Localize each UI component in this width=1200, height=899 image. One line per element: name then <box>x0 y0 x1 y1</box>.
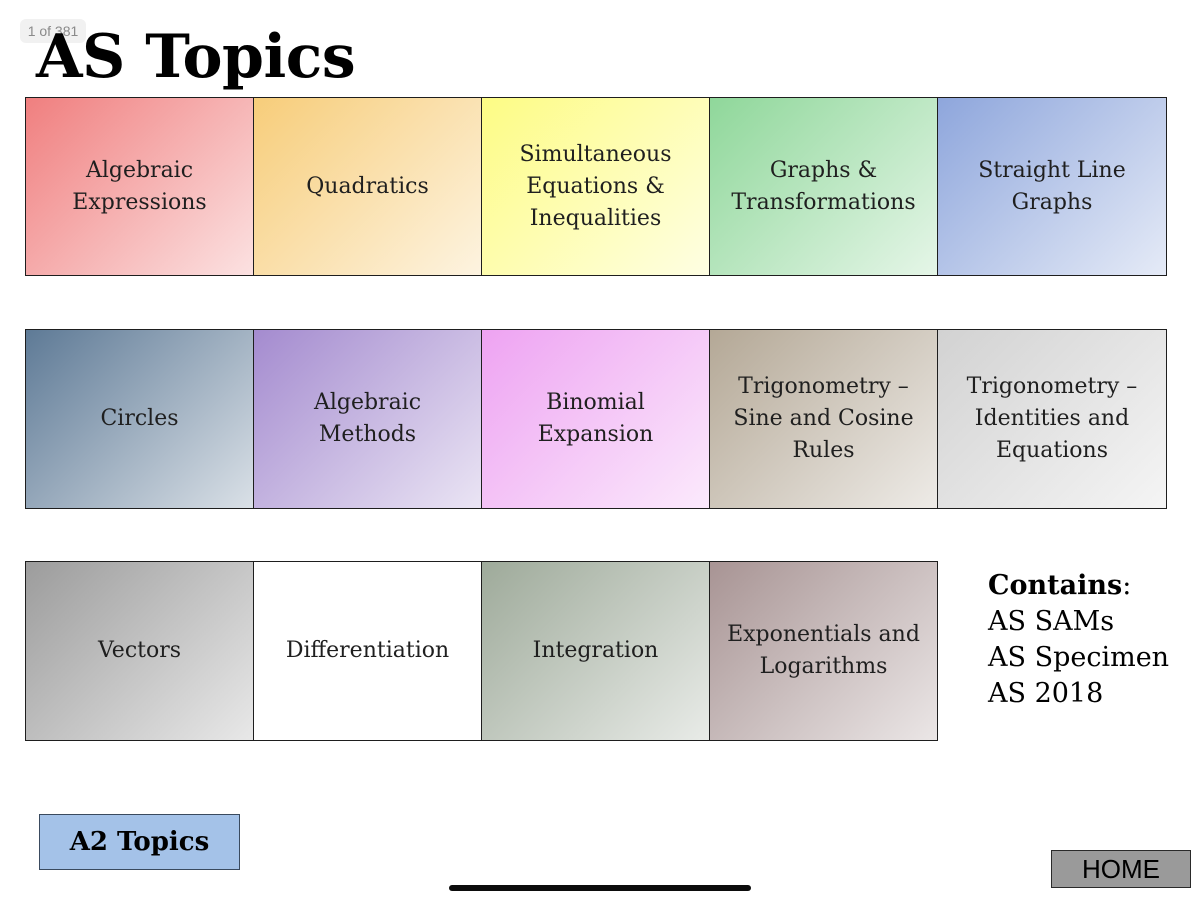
topic-tile-binomial-expansion[interactable]: Binomial Expansion <box>481 329 710 509</box>
topic-tile-trigonometry-identities[interactable]: Trigonometry – Identities and Equations <box>937 329 1167 509</box>
a2-topics-button[interactable]: A2 Topics <box>39 814 240 870</box>
topic-label: Graphs & Transformations <box>731 157 916 215</box>
topic-tile-circles[interactable]: Circles <box>25 329 254 509</box>
topic-label: Binomial Expansion <box>537 390 654 447</box>
topic-tile-quadratics[interactable]: Quadratics <box>253 97 482 276</box>
topic-label: Differentiation <box>285 638 450 663</box>
topic-tile-straight-line-graphs[interactable]: Straight Line Graphs <box>937 97 1167 276</box>
home-button[interactable]: HOME <box>1051 850 1191 888</box>
contains-panel: Contains: AS SAMs AS Specimen AS 2018 <box>988 568 1169 712</box>
contains-item: AS SAMs <box>988 606 1115 637</box>
topic-tile-graphs-transformations[interactable]: Graphs & Transformations <box>709 97 938 276</box>
topic-label: Exponentials and Logarithms <box>727 622 920 679</box>
topic-tile-vectors[interactable]: Vectors <box>25 561 254 741</box>
home-indicator-bar[interactable] <box>449 885 751 891</box>
contains-title: Contains <box>988 570 1123 601</box>
contains-colon: : <box>1122 570 1132 601</box>
topic-tile-trigonometry-sine-cosine[interactable]: Trigonometry – Sine and Cosine Rules <box>709 329 938 509</box>
topic-label: Quadratics <box>306 173 429 199</box>
topic-tile-algebraic-methods[interactable]: Algebraic Methods <box>253 329 482 509</box>
topic-label: Algebraic Methods <box>313 390 422 447</box>
contains-item: AS Specimen <box>988 642 1170 673</box>
topic-tile-algebraic-expressions[interactable]: Algebraic Expressions <box>25 97 254 276</box>
topic-label: Simultaneous Equations & Inequalities <box>519 141 672 231</box>
topic-tile-integration[interactable]: Integration <box>481 561 710 741</box>
contains-heading: Contains: <box>988 568 1169 604</box>
topic-label: Trigonometry – Identities and Equations <box>966 374 1138 463</box>
contains-item: AS 2018 <box>988 678 1104 709</box>
topic-label: Circles <box>100 406 179 431</box>
topic-label: Algebraic Expressions <box>72 157 207 215</box>
topic-label: Straight Line Graphs <box>978 157 1126 215</box>
topic-label: Integration <box>532 638 659 663</box>
topic-label: Vectors <box>97 638 182 663</box>
page-title: AS Topics <box>36 22 356 92</box>
topic-tile-simultaneous-equations[interactable]: Simultaneous Equations & Inequalities <box>481 97 710 276</box>
topic-tile-exponentials-logarithms[interactable]: Exponentials and Logarithms <box>709 561 938 741</box>
topic-label: Trigonometry – Sine and Cosine Rules <box>733 374 914 463</box>
page-indicator: 1 of 381 <box>20 19 86 43</box>
topic-tile-differentiation[interactable]: Differentiation <box>253 561 482 741</box>
